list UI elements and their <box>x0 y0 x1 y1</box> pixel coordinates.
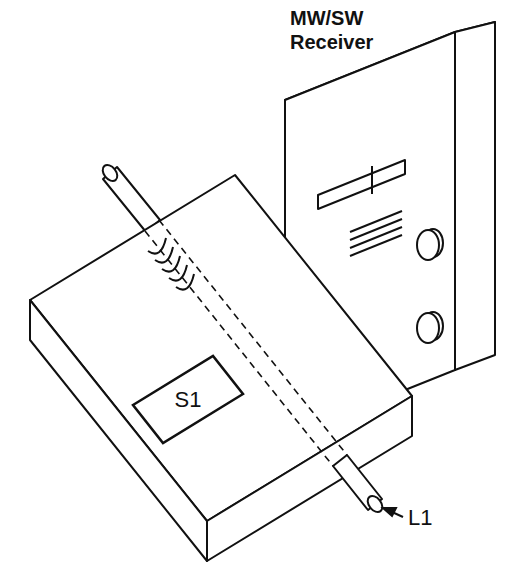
receiver-side <box>455 22 495 370</box>
coil-turn <box>176 274 194 290</box>
switch-outline <box>133 356 243 443</box>
rod-end <box>100 162 121 184</box>
part-label: L1 <box>408 506 448 530</box>
dial-pointer <box>371 166 373 194</box>
rod-end <box>365 493 386 515</box>
device-name: MW/SW Receiver <box>290 6 385 54</box>
box-top <box>30 175 412 521</box>
dial-window <box>318 160 405 209</box>
coil-turn <box>148 238 166 254</box>
speaker-grille <box>350 235 402 256</box>
switch-label: S1 <box>175 388 202 412</box>
coil-turn <box>169 265 187 281</box>
knob <box>417 230 439 260</box>
coil-turn <box>155 247 173 263</box>
arrow-head <box>383 508 396 516</box>
box-front-right <box>207 396 412 561</box>
coil-turn <box>162 256 180 272</box>
switch-box: S1 <box>129 353 247 447</box>
knob <box>417 313 439 343</box>
